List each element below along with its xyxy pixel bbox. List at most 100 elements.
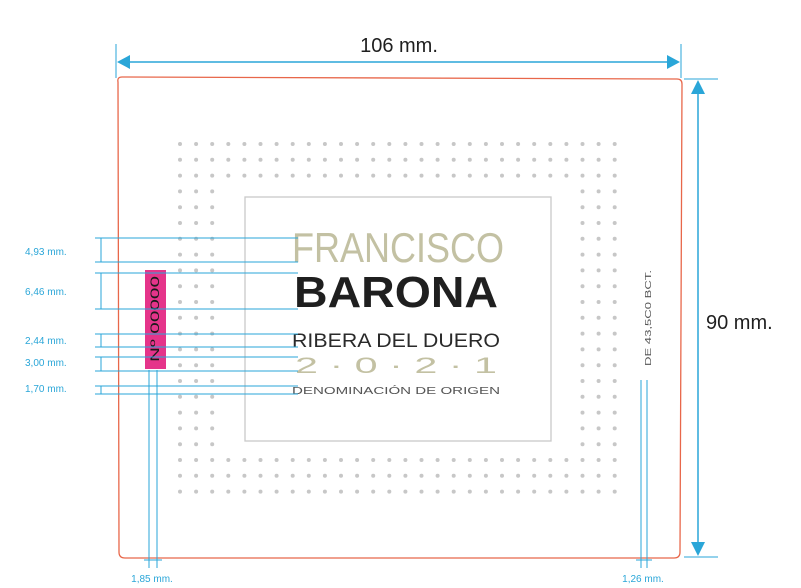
pattern-dot (564, 458, 569, 462)
pattern-dot (467, 142, 472, 146)
pattern-dot (612, 268, 617, 273)
pattern-dot (580, 157, 585, 162)
pattern-dot (387, 173, 392, 178)
pattern-dot (387, 489, 392, 494)
pattern-dot (500, 142, 504, 146)
pattern-dot (612, 473, 617, 478)
pattern-dot (178, 347, 182, 352)
pattern-dot (580, 410, 585, 415)
pattern-dot (548, 458, 553, 462)
pattern-dot (274, 473, 279, 478)
pattern-dot (516, 473, 521, 478)
pattern-dot (387, 142, 392, 146)
pattern-dot (612, 173, 617, 178)
pattern-dot (516, 458, 521, 462)
pattern-dot (210, 252, 215, 257)
pattern-dot (339, 157, 343, 162)
pattern-dot (580, 268, 585, 273)
pattern-dot (339, 458, 343, 462)
pattern-dot (194, 458, 199, 462)
pattern-dot (178, 489, 182, 494)
pattern-dot (355, 473, 360, 478)
pattern-dot (178, 268, 182, 273)
pattern-dot (371, 157, 376, 162)
pattern-dot (580, 189, 585, 194)
pattern-dot (580, 473, 585, 478)
pattern-dot (387, 157, 392, 162)
pattern-dot (451, 157, 456, 162)
brand-name-francisco: FRANCISCO (292, 224, 504, 271)
pattern-dot (500, 473, 504, 478)
pattern-dot (435, 157, 440, 162)
pattern-dot (596, 268, 601, 273)
pattern-dot (612, 236, 617, 241)
pattern-dot (612, 205, 617, 210)
pattern-dot (596, 489, 601, 494)
pattern-dot (612, 221, 617, 225)
pattern-dot (532, 157, 537, 162)
pattern-dot (580, 363, 585, 368)
pattern-dot (596, 394, 601, 399)
pattern-dot (306, 157, 311, 162)
pattern-dot (419, 473, 424, 478)
pattern-dot (258, 157, 263, 162)
pattern-dot (483, 142, 488, 146)
pattern-dot (371, 473, 376, 478)
pattern-dot (210, 410, 215, 415)
pattern-dot (194, 442, 199, 447)
pattern-dot (435, 473, 440, 478)
pattern-dot (612, 252, 617, 257)
text-height-label: 3,00 mm. (25, 358, 67, 369)
pattern-dot (467, 473, 472, 478)
pattern-dot (612, 315, 617, 320)
pattern-dot (596, 205, 601, 210)
pattern-dot (355, 489, 360, 494)
pattern-dot (274, 157, 279, 162)
pattern-dot (596, 221, 601, 225)
pattern-dot (467, 157, 472, 162)
pattern-dot (194, 363, 199, 368)
text-height-label: 4,93 mm. (25, 247, 67, 258)
pattern-dot (194, 300, 199, 304)
pattern-dot (210, 426, 215, 431)
pattern-dot (596, 300, 601, 304)
pattern-dot (306, 458, 311, 462)
pattern-dot (580, 315, 585, 320)
pattern-dot (596, 442, 601, 447)
pattern-dot (178, 157, 182, 162)
pattern-dot (435, 142, 440, 146)
pattern-dot (194, 410, 199, 415)
pattern-dot (580, 394, 585, 399)
pattern-dot (612, 331, 617, 336)
pattern-dot (210, 473, 215, 478)
pattern-dot (596, 363, 601, 368)
pattern-dot (210, 173, 215, 178)
pattern-dot (194, 473, 199, 478)
pattern-dot (467, 489, 472, 494)
pattern-dot (258, 489, 263, 494)
pattern-dot (242, 157, 247, 162)
pattern-dot (564, 173, 569, 178)
pattern-dot (210, 189, 215, 194)
brand-name-barona: BARONA (294, 268, 498, 317)
pattern-dot (548, 473, 553, 478)
pattern-dot (178, 363, 182, 368)
pattern-dot (451, 473, 456, 478)
pattern-dot (194, 268, 199, 273)
pattern-dot (403, 489, 408, 494)
pattern-dot (580, 284, 585, 289)
pattern-dot (612, 394, 617, 399)
pattern-dot (210, 363, 215, 368)
pattern-dot (596, 236, 601, 241)
pattern-dot (242, 489, 247, 494)
pattern-dot (306, 142, 311, 146)
pattern-dot (178, 394, 182, 399)
pattern-dot (274, 142, 279, 146)
pattern-dot (210, 315, 215, 320)
pattern-dot (483, 458, 488, 462)
pattern-dot (210, 442, 215, 447)
pattern-dot (596, 315, 601, 320)
pattern-dot (516, 142, 521, 146)
pattern-dot (580, 331, 585, 336)
pattern-dot (178, 473, 182, 478)
